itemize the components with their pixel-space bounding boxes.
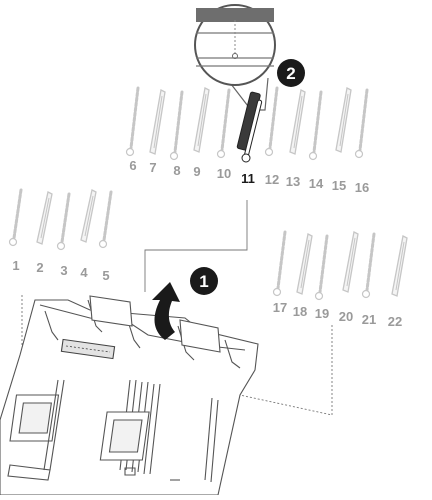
dimm-slot-4 xyxy=(80,189,97,243)
slot-label-17: 17 xyxy=(273,300,287,315)
step-2-circle xyxy=(277,59,305,87)
slot-label-11: 11 xyxy=(241,171,255,186)
slot-label-6: 6 xyxy=(129,158,136,173)
dimm-slot-8 xyxy=(169,90,184,161)
dimm-slot-17 xyxy=(272,230,287,297)
dimm-slot-9 xyxy=(193,87,210,153)
dimm-slot-22 xyxy=(391,235,408,297)
slot-label-3: 3 xyxy=(60,263,67,278)
server-chassis xyxy=(0,295,259,496)
slot-label-12: 12 xyxy=(265,172,279,187)
dimm-slot-group-left xyxy=(8,188,113,251)
slot-label-5: 5 xyxy=(102,268,109,283)
magnifier-callout-icon xyxy=(194,4,276,111)
dimm-slot-10 xyxy=(216,88,231,159)
step-1-label: 1 xyxy=(199,272,208,291)
slot-label-21: 21 xyxy=(362,312,376,327)
slot-label-16: 16 xyxy=(355,180,369,195)
slot-label-10: 10 xyxy=(217,166,231,181)
slot-label-19: 19 xyxy=(315,306,329,321)
dimm-slot-7 xyxy=(149,89,166,155)
dimm-slot-3 xyxy=(56,192,71,251)
dimm-slot-group-top xyxy=(125,86,369,163)
rotate-arrow-icon xyxy=(152,282,180,340)
slot-label-20: 20 xyxy=(339,309,353,324)
slot-label-2: 2 xyxy=(36,260,43,275)
dimm-slot-group-right xyxy=(272,230,408,301)
dimm-slot-15 xyxy=(335,87,352,153)
slot-label-8: 8 xyxy=(173,163,180,178)
slot-label-13: 13 xyxy=(286,174,300,189)
step-2-label: 2 xyxy=(286,64,295,83)
slot-label-4: 4 xyxy=(80,265,88,280)
dimm-slot-5 xyxy=(98,190,113,249)
dimm-slot-14 xyxy=(308,90,323,161)
dimm-slot-11 xyxy=(236,91,263,163)
dimm-slot-16 xyxy=(354,88,369,159)
step-1-badge: 1 xyxy=(190,267,218,295)
step-2-badge: 2 xyxy=(277,59,305,87)
dimm-slot-18 xyxy=(296,233,313,295)
slot-labels-right: 17 18 19 20 21 22 xyxy=(273,300,402,329)
slot-label-18: 18 xyxy=(293,304,307,319)
slot-label-7: 7 xyxy=(149,160,156,175)
dimm-slot-19 xyxy=(314,234,329,301)
leader-line-right-group xyxy=(225,325,333,416)
slot-label-22: 22 xyxy=(388,314,402,329)
slot-label-9: 9 xyxy=(193,164,200,179)
dimm-slot-13 xyxy=(289,89,306,155)
step-1-circle xyxy=(190,267,218,295)
slot-label-14: 14 xyxy=(309,176,324,191)
dimm-slot-2 xyxy=(36,191,53,245)
dimm-slot-1 xyxy=(8,188,23,247)
dimm-slot-6 xyxy=(125,86,140,157)
dimm-slot-12 xyxy=(264,86,279,157)
dimm-slot-20 xyxy=(342,231,359,293)
slot-label-15: 15 xyxy=(332,178,346,193)
leader-line-top-group xyxy=(144,200,248,292)
slot-label-1: 1 xyxy=(12,258,19,273)
dimm-slot-21 xyxy=(361,232,376,299)
